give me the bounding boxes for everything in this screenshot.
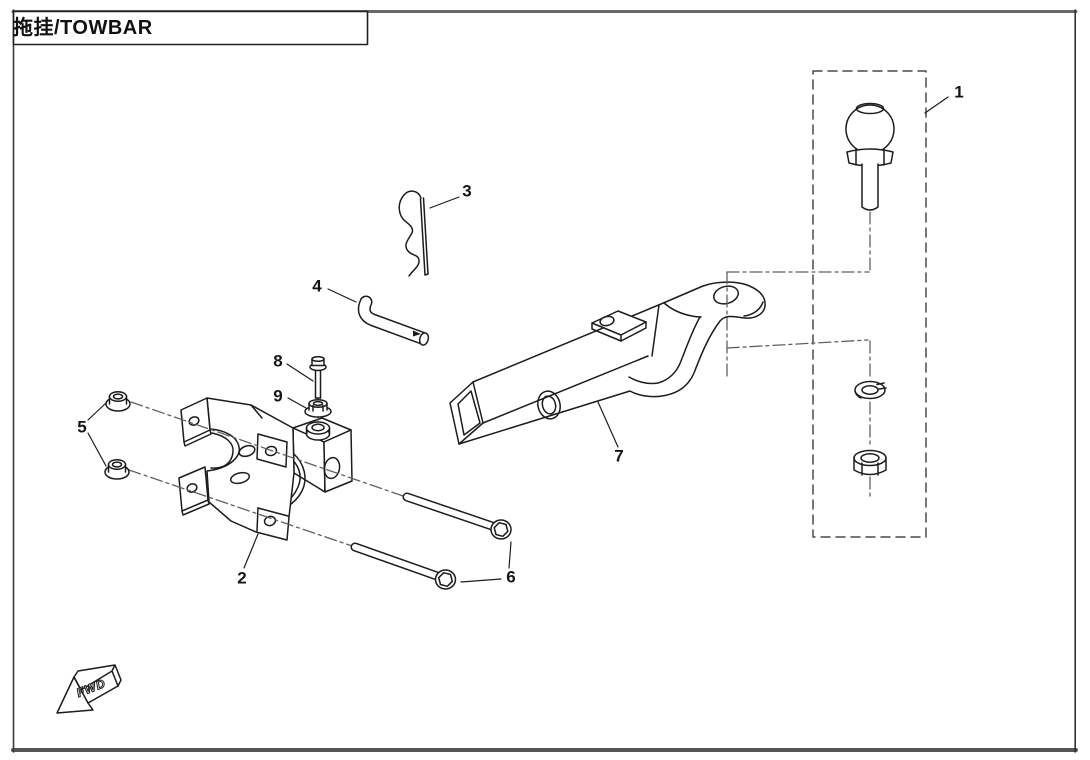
callout-1: 1	[954, 82, 964, 102]
callout-8: 8	[273, 351, 283, 371]
fwd-arrow	[56, 664, 122, 714]
title-box	[12, 10, 369, 46]
callout-4: 4	[312, 276, 322, 296]
callout-7: 7	[614, 446, 624, 466]
detail-dashed-box	[812, 70, 927, 538]
hitch-pin-hole	[537, 390, 561, 420]
callout-3: 3	[462, 181, 472, 201]
receiver-pin-hole	[323, 456, 341, 480]
callout-2: 2	[237, 568, 247, 588]
bracket-boss	[305, 421, 331, 441]
drawing-frame	[11, 9, 1078, 753]
callout-9: 9	[273, 386, 283, 406]
part-1-tow-ball	[845, 102, 895, 211]
part-5-flange-nuts	[104, 390, 131, 480]
part-2-bracket	[178, 397, 353, 541]
centerlines	[128, 211, 871, 548]
title-block-text: 拖挂/TOWBAR	[13, 17, 153, 39]
part-9-flange-nut	[304, 398, 332, 418]
callout-5: 5	[77, 417, 87, 437]
part-4-hitch-pin	[357, 295, 430, 346]
towbar-tab	[591, 310, 647, 342]
part-1-spring-washer	[854, 380, 887, 400]
leader-lines	[87, 96, 949, 583]
part-3-r-clip	[398, 190, 429, 277]
ball-mount-hole	[713, 285, 739, 305]
bracket-flange-bottom	[178, 466, 210, 516]
part-7-towbar-arm	[449, 281, 766, 445]
callout-6: 6	[506, 567, 516, 587]
part-1-hex-nut	[853, 449, 887, 476]
bracket-flange-top	[180, 397, 212, 447]
part-8-flange-bolt	[309, 355, 327, 399]
part-6-bolts	[350, 492, 512, 590]
